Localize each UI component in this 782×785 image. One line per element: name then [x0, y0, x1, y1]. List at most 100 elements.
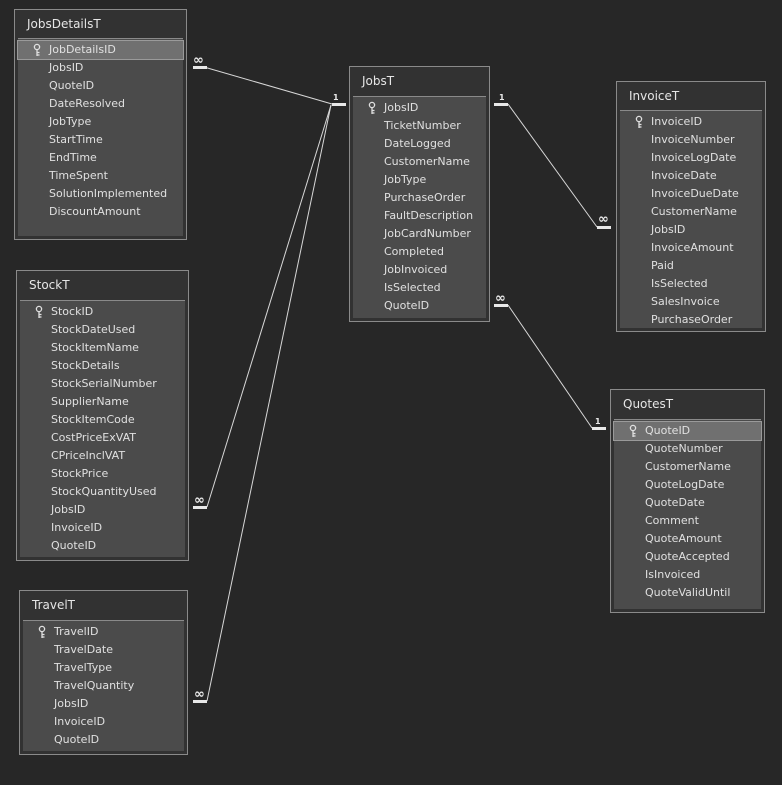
table-title[interactable]: StockT [29, 278, 70, 292]
field-name: InvoiceDate [651, 169, 717, 182]
field-row[interactable]: InvoiceID [620, 113, 762, 131]
field-row[interactable]: QuoteID [20, 537, 185, 555]
relationship-end-bar [193, 700, 207, 703]
field-name: Comment [645, 514, 699, 527]
field-row[interactable]: Paid [620, 257, 762, 275]
field-row[interactable]: DiscountAmount [18, 203, 183, 221]
field-row[interactable]: InvoiceNumber [620, 131, 762, 149]
field-row[interactable]: StockDateUsed [20, 321, 185, 339]
field-name: StockSerialNumber [51, 377, 157, 390]
field-row[interactable]: FaultDescription [353, 207, 486, 225]
field-row[interactable]: Completed [353, 243, 486, 261]
field-row[interactable]: TravelID [23, 623, 184, 641]
field-row[interactable]: StockDetails [20, 357, 185, 375]
field-name: JobInvoiced [384, 263, 448, 276]
field-row[interactable]: Comment [614, 512, 761, 530]
field-row[interactable]: QuoteAccepted [614, 548, 761, 566]
field-row[interactable]: InvoiceDate [620, 167, 762, 185]
field-row[interactable]: StockPrice [20, 465, 185, 483]
field-row[interactable]: CustomerName [614, 458, 761, 476]
field-row[interactable]: DateResolved [18, 95, 183, 113]
field-name: QuoteAmount [645, 532, 722, 545]
field-row[interactable]: EndTime [18, 149, 183, 167]
field-row[interactable]: InvoiceLogDate [620, 149, 762, 167]
field-row[interactable]: JobCardNumber [353, 225, 486, 243]
field-name: JobType [384, 173, 427, 186]
table-title[interactable]: InvoiceT [629, 89, 680, 103]
relationship-one-marker: 1 [499, 93, 505, 102]
field-name: QuoteValidUntil [645, 586, 731, 599]
field-row[interactable]: QuoteID [18, 77, 183, 95]
field-row[interactable]: JobsID [20, 501, 185, 519]
key-icon [34, 305, 44, 319]
field-row[interactable]: TicketNumber [353, 117, 486, 135]
field-row[interactable]: CPriceInclVAT [20, 447, 185, 465]
field-row[interactable]: SolutionImplemented [18, 185, 183, 203]
field-row[interactable]: StockID [20, 303, 185, 321]
table-title[interactable]: TravelT [32, 598, 76, 612]
field-row[interactable]: StockItemCode [20, 411, 185, 429]
field-row[interactable]: CustomerName [620, 203, 762, 221]
field-row[interactable]: PurchaseOrder [620, 311, 762, 329]
field-row[interactable]: InvoiceDueDate [620, 185, 762, 203]
field-row[interactable]: TravelQuantity [23, 677, 184, 695]
field-row[interactable]: InvoiceID [20, 519, 185, 537]
field-row[interactable]: IsSelected [353, 279, 486, 297]
field-row[interactable]: CustomerName [353, 153, 486, 171]
field-row[interactable]: IsSelected [620, 275, 762, 293]
field-row[interactable]: IsInvoiced [614, 566, 761, 584]
field-row[interactable]: JobType [353, 171, 486, 189]
field-row[interactable]: SalesInvoice [620, 293, 762, 311]
field-row[interactable]: StockSerialNumber [20, 375, 185, 393]
field-row[interactable]: StartTime [18, 131, 183, 149]
relationship-end-bar [193, 506, 207, 509]
field-row[interactable]: TravelType [23, 659, 184, 677]
field-name: StockID [51, 305, 94, 318]
field-row[interactable]: TravelDate [23, 641, 184, 659]
field-row[interactable]: QuoteDate [614, 494, 761, 512]
field-row[interactable]: JobsID [620, 221, 762, 239]
table-title[interactable]: JobsDetailsT [27, 17, 101, 31]
field-row[interactable]: QuoteNumber [614, 440, 761, 458]
field-row[interactable]: InvoiceAmount [620, 239, 762, 257]
field-row[interactable]: JobType [18, 113, 183, 131]
field-row[interactable]: StockItemName [20, 339, 185, 357]
field-row[interactable]: SupplierName [20, 393, 185, 411]
field-name: SolutionImplemented [49, 187, 168, 200]
field-name: StockDetails [51, 359, 120, 372]
field-row[interactable]: QuoteID [23, 731, 184, 749]
field-row[interactable]: TimeSpent [18, 167, 183, 185]
relationship-line-stock-jobs [206, 104, 332, 508]
table-title[interactable]: JobsT [362, 74, 395, 88]
field-name: CustomerName [651, 205, 737, 218]
field-row[interactable]: InvoiceID [23, 713, 184, 731]
field-row[interactable]: QuoteID [613, 421, 762, 441]
field-row[interactable]: JobsID [353, 99, 486, 117]
field-row[interactable]: PurchaseOrder [353, 189, 486, 207]
field-row[interactable]: QuoteID [353, 297, 486, 315]
field-row[interactable]: JobsID [23, 695, 184, 713]
field-name: IsInvoiced [645, 568, 701, 581]
table-title[interactable]: QuotesT [623, 397, 674, 411]
field-name: QuoteDate [645, 496, 705, 509]
field-row[interactable]: QuoteAmount [614, 530, 761, 548]
field-row[interactable]: QuoteLogDate [614, 476, 761, 494]
field-row[interactable]: CostPriceExVAT [20, 429, 185, 447]
field-row[interactable]: JobDetailsID [17, 40, 184, 60]
field-row[interactable]: StockQuantityUsed [20, 483, 185, 501]
field-row[interactable]: DateLogged [353, 135, 486, 153]
field-name: InvoiceID [51, 521, 103, 534]
field-row[interactable]: JobInvoiced [353, 261, 486, 279]
field-name: QuoteID [645, 424, 691, 437]
field-row[interactable]: JobsID [18, 59, 183, 77]
field-row[interactable]: QuoteValidUntil [614, 584, 761, 602]
field-name: StockItemName [51, 341, 139, 354]
